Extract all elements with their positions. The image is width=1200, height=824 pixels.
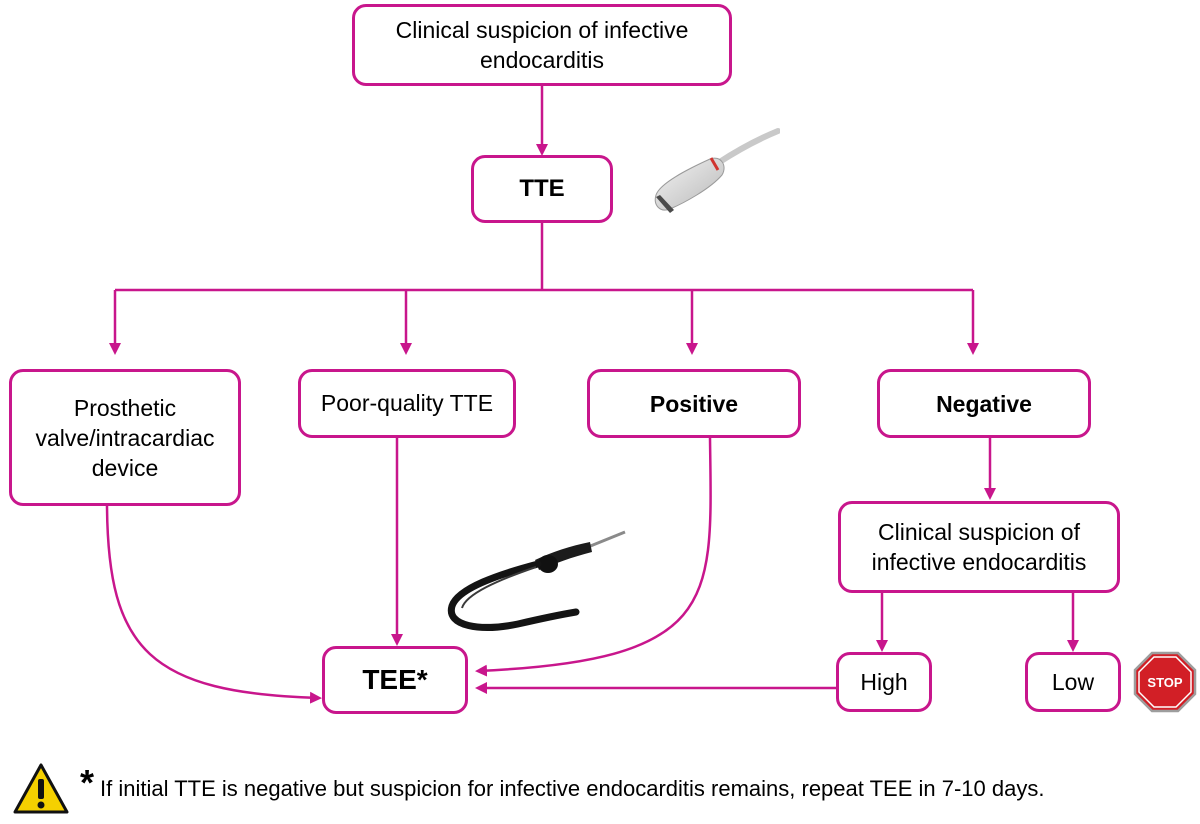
node-tte: TTE: [471, 155, 613, 223]
stop-sign-label: STOP: [1147, 675, 1182, 690]
node-clinical-suspicion-bottom: Clinical suspicion of infective endocard…: [838, 501, 1120, 593]
node-low: Low: [1025, 652, 1121, 712]
arrow-prosthetic-to-tee: [105, 505, 322, 704]
node-high: High: [836, 652, 932, 712]
node-clinical-suspicion-top: Clinical suspicion of infective endocard…: [352, 4, 732, 86]
node-prosthetic-valve: Prosthetic valve/intracardiac device: [9, 369, 241, 506]
stop-sign-icon: STOP: [1133, 651, 1197, 713]
tee-probe-icon: [447, 530, 626, 631]
footnote-asterisk: *: [80, 762, 95, 803]
warning-triangle-icon: [13, 763, 69, 814]
footnote: * If initial TTE is negative but suspici…: [12, 758, 1198, 820]
ultrasound-probe-icon: [654, 128, 780, 213]
node-poor-quality-tte: Poor-quality TTE: [298, 369, 516, 438]
arrow-positive-to-tee: [475, 437, 712, 677]
node-negative: Negative: [877, 369, 1091, 438]
footnote-text: If initial TTE is negative but suspicion…: [100, 776, 1045, 801]
node-tee: TEE*: [322, 646, 468, 714]
node-positive: Positive: [587, 369, 801, 438]
